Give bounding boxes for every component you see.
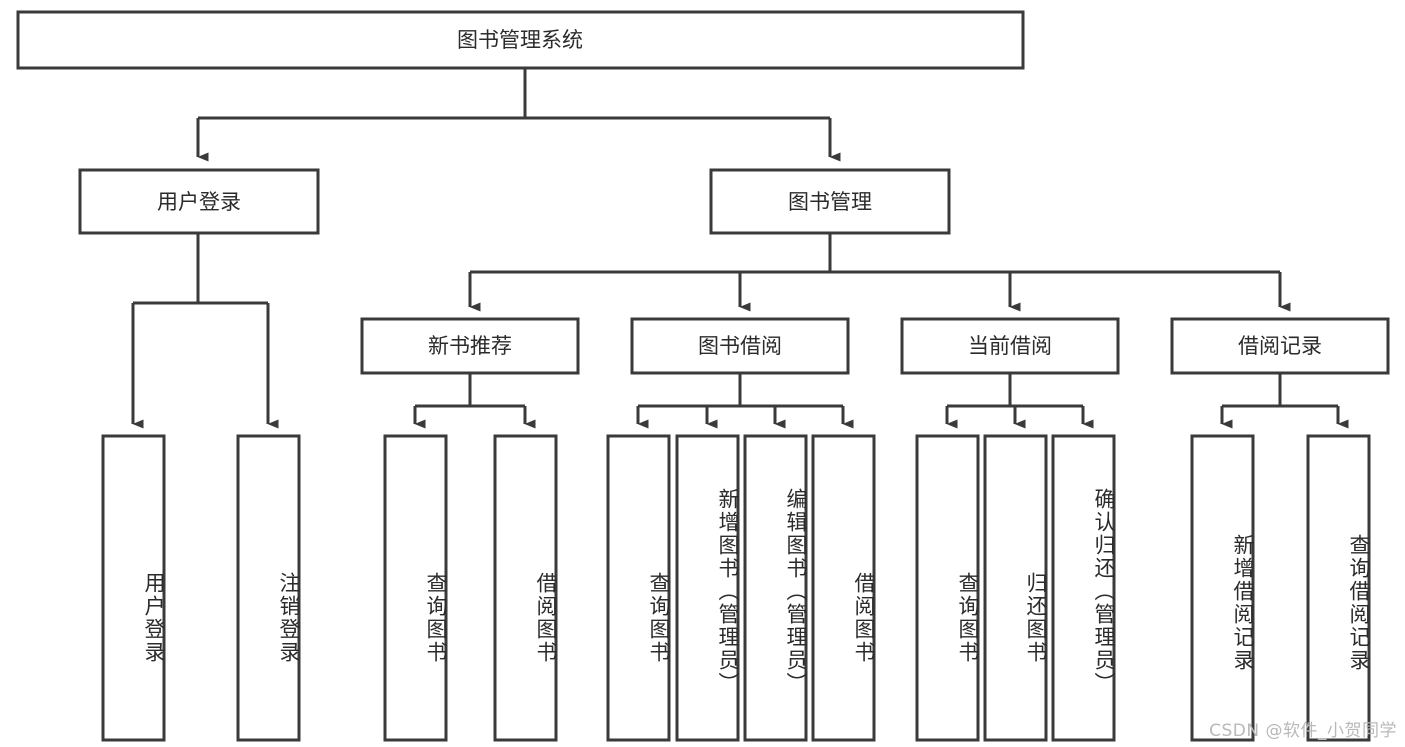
connector-group-borrow-record — [1220, 373, 1349, 429]
csdn-watermark: CSDN @软件_小贺同学 — [1209, 721, 1397, 741]
connector-group-root — [196, 68, 841, 162]
node-current-borrow[interactable]: 当前借阅 — [900, 317, 1120, 375]
node-new-book-recommend[interactable]: 新书推荐 — [360, 317, 580, 375]
node-book-manage-box[interactable] — [709, 168, 951, 235]
node-user-login[interactable]: 用户登录 — [78, 168, 320, 235]
connector-group-book-borrow — [636, 373, 854, 429]
node-borrow-record[interactable]: 借阅记录 — [1170, 317, 1390, 375]
node-book-borrow-box[interactable] — [630, 317, 850, 375]
node-leaf-query-book-1-box[interactable] — [383, 434, 448, 742]
node-leaf-edit-book-box[interactable] — [743, 434, 808, 742]
connector-group-user-login — [131, 233, 279, 429]
node-leaf-user-login-box[interactable] — [101, 434, 166, 742]
node-root-label: 图书管理系统 — [457, 28, 583, 52]
node-leaf-query-record-box[interactable] — [1306, 434, 1371, 742]
node-user-login-label: 用户登录 — [157, 190, 241, 214]
node-new-book-recommend-box[interactable] — [360, 317, 580, 375]
node-root[interactable]: 图书管理系统 — [16, 10, 1025, 70]
node-leaf-logout-login-box[interactable] — [236, 434, 301, 742]
node-leaf-return-book-box[interactable] — [983, 434, 1048, 742]
node-borrow-record-label: 借阅记录 — [1238, 334, 1322, 358]
connector-group-book-manage — [468, 233, 1291, 312]
node-leaf-query-book-3-box[interactable] — [915, 434, 980, 742]
node-leaf-borrow-book-1-box[interactable] — [493, 434, 558, 742]
node-user-login-box[interactable] — [78, 168, 320, 235]
node-borrow-record-box[interactable] — [1170, 317, 1390, 375]
connector-group-new-book-recommend — [413, 373, 536, 429]
node-root-box[interactable] — [16, 10, 1025, 70]
node-book-borrow-label: 图书借阅 — [698, 334, 782, 358]
node-leaf-confirm-return-box[interactable] — [1051, 434, 1116, 742]
node-current-borrow-box[interactable] — [900, 317, 1120, 375]
node-book-manage[interactable]: 图书管理 — [709, 168, 951, 235]
node-new-book-recommend-label: 新书推荐 — [428, 334, 512, 358]
node-leaf-add-book-box[interactable] — [675, 434, 740, 742]
node-leaf-add-record-box[interactable] — [1190, 434, 1255, 742]
connector-group-current-borrow — [945, 373, 1094, 429]
node-leaf-borrow-book-2-box[interactable] — [811, 434, 876, 742]
node-book-manage-label: 图书管理 — [788, 190, 872, 214]
node-leaf-query-book-2-box[interactable] — [606, 434, 671, 742]
node-current-borrow-label: 当前借阅 — [968, 334, 1052, 358]
node-book-borrow[interactable]: 图书借阅 — [630, 317, 850, 375]
